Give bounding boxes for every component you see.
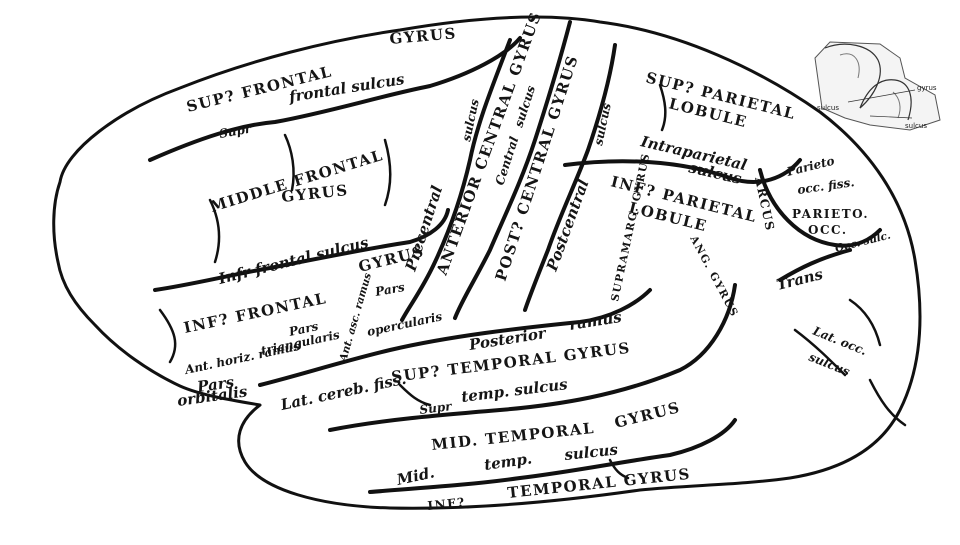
label-anterior-central-gyrus: ANTERIOR CENTRAL GYRUS [433,9,546,278]
label-posterior-ramus-2: ramus [568,308,624,334]
label-temp-sulcus: temp. sulcus [460,375,569,406]
minor-sulcus [283,133,295,192]
label-temp-1: temp. [483,449,533,474]
minor-sulcus [158,308,177,364]
label-postcentral-sulcus-1: sulcus [591,102,614,147]
label-sulcus-mid: sulcus [564,440,620,464]
label-trans: Trans [775,265,826,294]
parieto-occipital-fissure [758,168,882,248]
label-parieto-occ-2: occ. fiss. [796,175,855,197]
label-gyrus-temporal: GYRUS [613,398,683,432]
label-pars-orb-2: orbitalis [176,382,249,410]
precentral-sulcus [400,38,512,322]
minor-sulcus [868,378,907,427]
minor-sulcus [208,198,221,264]
label-ant-horiz: Ant. horiz. ramus [183,339,302,377]
label-gyrus-top: GYRUS [389,24,458,48]
minor-sulcus [383,138,392,207]
minor-sulcus [848,298,882,347]
inferior-frontal-sulcus [153,208,450,292]
inset-label-sulcus-left: sulcus [817,104,839,112]
label-supr-temp: Supr [419,399,454,417]
label-supr: Supr [218,121,254,141]
lateral-cerebral-fissure [258,288,652,387]
label-inf-temporal-1: INF? [427,495,466,513]
intraparietal-sulcus [563,158,802,184]
label-pars-orb-1: Pars [195,373,236,396]
minor-sulcus [398,383,432,407]
label-pars-tri-1: Pars [287,319,320,339]
label-inf-frontal-sulcus: Infr frontal sulcus [216,233,371,288]
label-mid-1: Mid. [394,463,436,489]
label-pars-op-1: Pars [373,280,406,299]
label-lat-occ-2: sulcus [807,350,852,379]
postcentral-sulcus [523,43,617,312]
label-middle-frontal: MIDDLE FRONTAL [208,146,386,216]
gyrus-sulcus-inset: gyrus sulcus sulcus [814,41,941,131]
superior-frontal-sulcus [148,36,522,162]
inset-label-gyrus: gyrus [917,84,937,92]
inset-label-sulcus-right: sulcus [905,122,927,130]
transverse-occipital-sulcus [778,248,852,282]
brain-outline [52,15,922,510]
label-ant-asc: Ant. asc. ramus [337,272,374,364]
minor-sulcus [793,328,847,377]
superior-temporal-sulcus [328,283,737,432]
label-parieto-occ-1: Parieto [784,154,835,180]
middle-temporal-sulcus [368,418,737,494]
minor-sulcus [658,83,667,132]
label-parieto-occ-4: OCC. [808,223,848,237]
label-ang-gyrus: ANG. GYRUS [687,233,741,319]
label-parieto-occ-3: PARIETO. [792,207,869,221]
minor-sulcus [608,458,630,480]
central-sulcus [453,20,572,320]
label-postcentral-sulcus-2: Postcentral [543,177,593,275]
